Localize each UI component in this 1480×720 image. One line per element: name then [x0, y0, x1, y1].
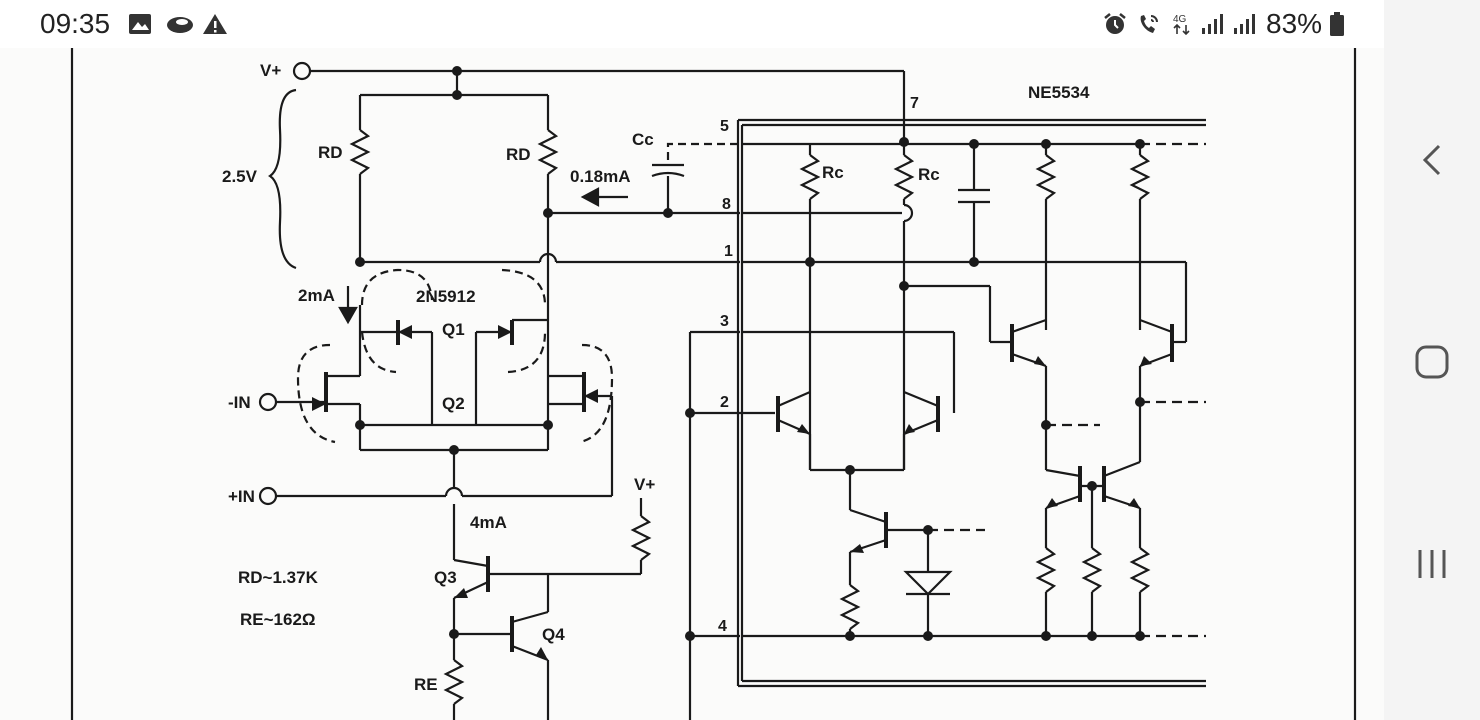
wifi-call-icon	[1140, 15, 1158, 33]
battery-percentage: 83%	[1266, 8, 1323, 39]
schematic-photo: V+ 2.5V RD RD 0.18mA Cc 2mA 2N5912 Q1 Q2…	[0, 48, 1384, 720]
rd-left-label: RD	[318, 143, 343, 162]
rd-right-label: RD	[506, 145, 531, 164]
signal-icon	[1202, 14, 1223, 34]
q1-label: Q1	[442, 320, 465, 339]
clock: 09:35	[40, 8, 111, 39]
pin-5-label: 5	[720, 118, 729, 135]
pin-8-label: 8	[722, 196, 731, 213]
rd-value-label: RD~1.37K	[238, 568, 319, 587]
recents-button[interactable]	[1402, 534, 1462, 594]
vplus-label: V+	[260, 61, 281, 80]
re-value-label: RE~162Ω	[240, 610, 316, 629]
minus-in-label: -IN	[228, 393, 251, 412]
recents-icon	[1418, 550, 1446, 578]
current-018ma-label: 0.18mA	[570, 167, 630, 186]
current-4ma-label: 4mA	[470, 513, 507, 532]
navigation-bar	[1384, 0, 1480, 720]
pin-1-label: 1	[724, 243, 733, 260]
rc-1-label: Rc	[822, 163, 844, 182]
plus-in-label: +IN	[228, 487, 255, 506]
pin-4-label: 4	[718, 618, 727, 635]
circuit-diagram: V+ 2.5V RD RD 0.18mA Cc 2mA 2N5912 Q1 Q2…	[70, 48, 1357, 720]
gallery-icon	[129, 14, 151, 34]
battery-icon	[1330, 12, 1344, 36]
voltage-2-5v-label: 2.5V	[222, 167, 258, 186]
svg-text:4G: 4G	[1173, 14, 1187, 25]
alarm-icon	[1104, 13, 1126, 34]
status-bar: 09:35 4G 83%	[0, 0, 1384, 48]
pin-7-label: 7	[910, 95, 919, 112]
warning-icon	[203, 14, 227, 34]
q2-label: Q2	[442, 394, 465, 413]
network-4g-icon: 4G	[1173, 14, 1190, 36]
ic-title: NE5534	[1028, 83, 1090, 102]
signal-icon	[1234, 14, 1255, 34]
back-icon	[1422, 144, 1441, 176]
back-button[interactable]	[1402, 130, 1462, 190]
cc-label: Cc	[632, 130, 654, 149]
pin-2-label: 2	[720, 394, 729, 411]
q4-label: Q4	[542, 625, 565, 644]
q3-label: Q3	[434, 568, 457, 587]
home-icon	[1415, 345, 1449, 379]
vplus-label-2: V+	[634, 475, 655, 494]
part-number-label: 2N5912	[416, 287, 476, 306]
rc-2-label: Rc	[918, 165, 940, 184]
current-2ma-label: 2mA	[298, 286, 335, 305]
cloud-icon	[167, 17, 193, 33]
home-button[interactable]	[1402, 332, 1462, 392]
re-label: RE	[414, 675, 438, 694]
pin-3-label: 3	[720, 313, 729, 330]
